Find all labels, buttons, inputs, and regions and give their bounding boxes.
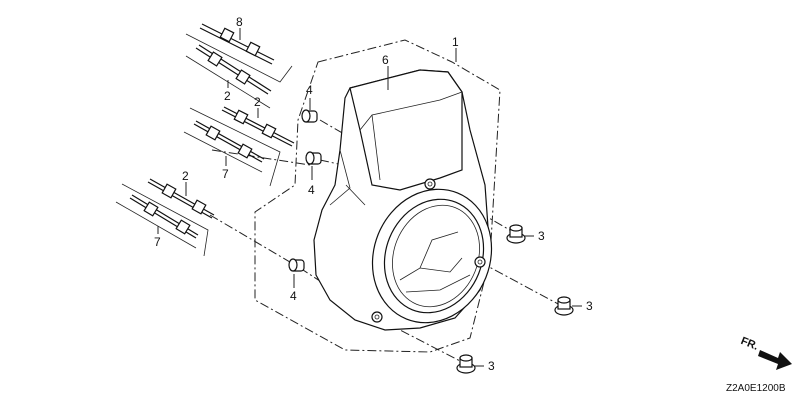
flange-nut-3b [554,296,574,316]
callout-2: 2 [182,169,189,183]
stud-bolt-8 [185,23,293,83]
stud-bolt-7a [183,120,265,173]
arrow-right-icon [758,350,792,370]
mount-hole [474,256,486,268]
collar-4b [305,151,322,165]
callout-7: 7 [154,235,161,249]
callout-leaders [157,28,582,367]
callout-4: 4 [308,183,315,197]
callout-4: 4 [306,83,313,97]
callout-2: 2 [224,89,231,103]
callout-2: 2 [254,95,261,109]
callout-3: 3 [488,359,495,373]
fan-ring-inner [383,198,485,314]
diagram-code: Z2A0E1200B [726,383,786,394]
collar-4a [301,109,318,123]
flange-nut-3a [506,224,526,244]
mount-hole [424,178,436,190]
stud-bolt-2a [185,44,272,109]
collar-4c [288,258,305,272]
stud-bolt-7b [115,194,199,249]
callout-1: 1 [452,35,459,49]
callout-7: 7 [222,167,229,181]
callout-8: 8 [236,15,243,29]
callout-3: 3 [538,229,545,243]
stud-bolt-2b [189,106,295,187]
stud-bolt-2c [121,178,215,257]
fan-cover [313,69,493,331]
stud-bolts [115,23,295,257]
assembly-outline [254,39,501,353]
callout-6: 6 [382,53,389,67]
callout-3: 3 [586,299,593,313]
flange-nut-3c [456,354,476,374]
front-direction-label: FR. [739,335,760,353]
callout-4: 4 [290,289,297,303]
mount-hole [371,311,383,323]
front-direction-indicator: FR. [739,335,792,370]
